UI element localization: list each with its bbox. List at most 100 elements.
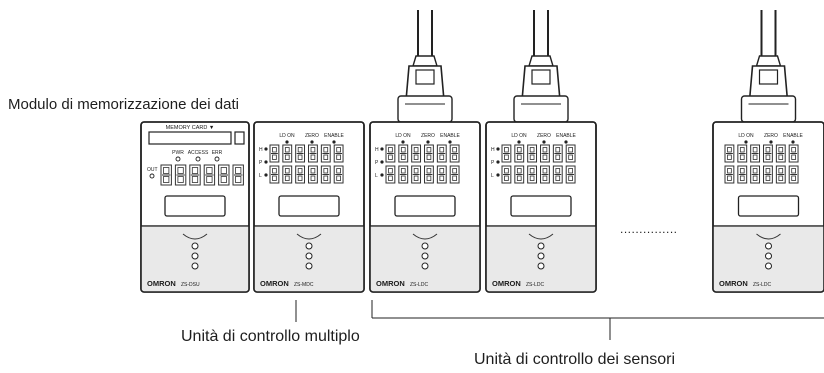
digit-outline [160, 164, 172, 186]
module-frame [712, 121, 824, 293]
digit-lower-cell [555, 175, 561, 181]
digit-outline [775, 165, 786, 184]
digit-outline [411, 144, 422, 163]
side-led-label: H [375, 147, 379, 153]
status-led [426, 140, 430, 144]
sensor-cable [397, 10, 453, 123]
digit-upper-cell [504, 147, 509, 153]
led-label: ENABLE [440, 133, 460, 139]
status-led [791, 140, 795, 144]
chevron-mark [296, 233, 322, 240]
digit-outline [320, 165, 331, 184]
digit-outline [750, 144, 761, 163]
digit-upper-cell [791, 147, 796, 153]
label-window [278, 195, 340, 217]
digit-upper-cell [191, 167, 199, 174]
led-label: LD ON [279, 133, 295, 139]
digit-upper-cell [555, 147, 561, 153]
led-label: LD ON [511, 133, 527, 139]
digit-lower-cell [791, 154, 796, 160]
digit-outline [449, 144, 460, 163]
digit-outline [424, 165, 434, 184]
digit-upper-cell [529, 168, 535, 174]
digit-outline [424, 144, 434, 163]
digit-outline [385, 165, 396, 184]
digit-outline [295, 144, 306, 163]
connector-plug [740, 95, 797, 123]
digit-outline [788, 165, 799, 184]
digit-upper-cell [568, 147, 573, 153]
led-label: ENABLE [556, 133, 576, 139]
digit-outline [552, 165, 563, 184]
side-led [380, 160, 384, 164]
digit-outline [540, 144, 550, 163]
digit-upper-cell [220, 167, 227, 174]
multi-controller-unit-label: Unità di controllo multiplo [181, 328, 360, 345]
indicator-hole [421, 252, 429, 260]
digit-upper-cell [555, 168, 561, 174]
digit-upper-cell [452, 168, 457, 174]
connector-plug [513, 95, 569, 123]
digit-outline [308, 165, 318, 184]
connector-latch [415, 69, 435, 85]
digit-upper-cell [272, 168, 277, 174]
digit-lower-cell [568, 154, 573, 160]
digit-upper-cell [727, 168, 732, 174]
side-led [264, 173, 268, 177]
digit-lower-cell [504, 154, 509, 160]
brand-logo: OMRON [719, 279, 748, 288]
side-led-label: H [259, 147, 263, 153]
side-led-label: P [375, 160, 379, 166]
side-led-label: H [491, 147, 495, 153]
digit-lower-cell [426, 175, 432, 181]
side-led-label: L [259, 173, 262, 179]
digit-upper-cell [516, 168, 522, 174]
digit-upper-cell [739, 168, 745, 174]
digit-outline [333, 165, 344, 184]
model-name: ZS-LDC [410, 282, 428, 288]
model-name: ZS-LDC [526, 282, 544, 288]
digit-upper-cell [206, 167, 213, 174]
digit-upper-cell [529, 147, 535, 153]
digit-upper-cell [297, 168, 303, 174]
module-frame [140, 121, 250, 293]
seven-segment-row-bottom [724, 165, 799, 184]
digit-outline [750, 165, 761, 184]
digit-upper-cell [297, 147, 303, 153]
cable-boot [528, 55, 554, 67]
digit-lower-cell [297, 175, 303, 181]
led-label: ACCESS [188, 150, 209, 156]
seven-segment-row-top [269, 144, 344, 163]
indicator-hole [305, 262, 313, 270]
digit-lower-cell [336, 175, 341, 181]
digit-lower-cell [504, 175, 509, 181]
seven-segment-display [160, 164, 244, 186]
digit-outline [737, 144, 748, 163]
brand-logo: OMRON [376, 279, 405, 288]
indicator-hole [765, 242, 772, 250]
digit-upper-cell [439, 147, 445, 153]
status-led [175, 156, 181, 162]
status-led [401, 140, 405, 144]
side-led [380, 173, 384, 177]
digit-lower-cell [727, 175, 732, 181]
digit-lower-cell [220, 176, 227, 183]
label-window [510, 195, 572, 217]
digit-lower-cell [163, 176, 170, 183]
digit-upper-cell [272, 147, 277, 153]
seven-segment-row-bottom [269, 165, 344, 184]
indicator-hole [421, 262, 429, 270]
led-label: LD ON [395, 133, 411, 139]
digit-outline [737, 165, 748, 184]
digit-upper-cell [284, 168, 290, 174]
chevron-mark [528, 233, 554, 240]
digit-lower-cell [529, 175, 535, 181]
status-led [564, 140, 568, 144]
module-frame [369, 121, 481, 293]
digit-lower-cell [452, 154, 457, 160]
digit-upper-cell [727, 147, 732, 153]
digit-outline [320, 144, 331, 163]
digit-outline [189, 164, 201, 186]
